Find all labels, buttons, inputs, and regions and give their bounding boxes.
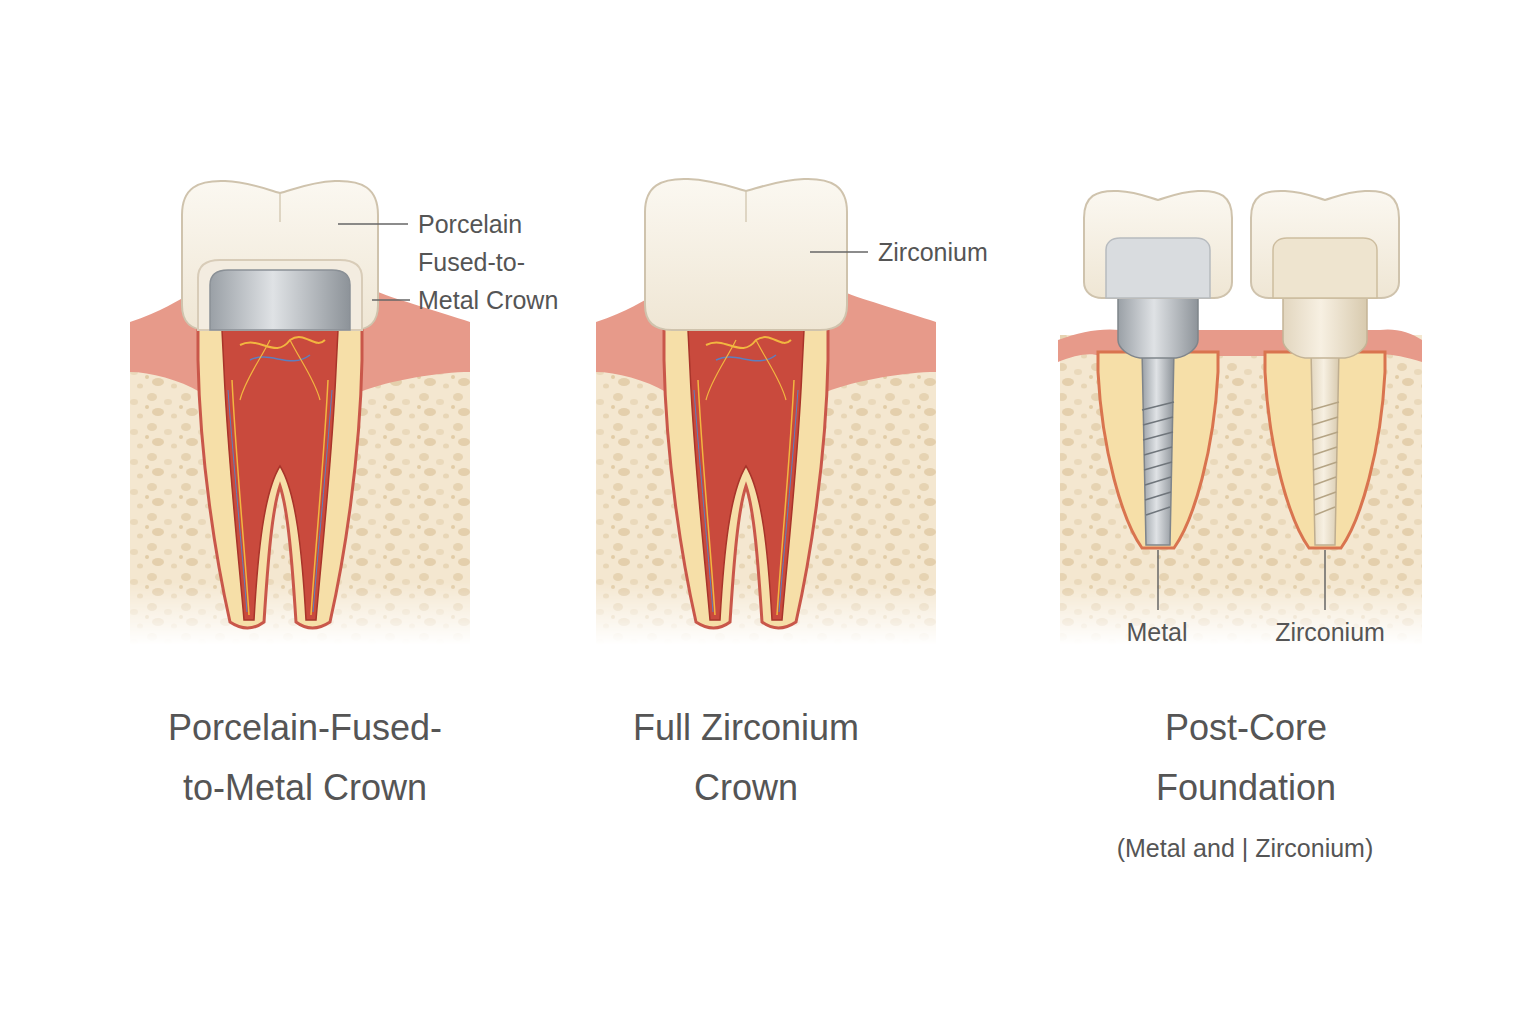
- panel-caption: Full Zirconium Crown: [586, 698, 906, 818]
- leader-line: [1157, 550, 1159, 610]
- leader-line: [1324, 550, 1326, 610]
- leader-line: [338, 223, 408, 225]
- post-core-teeth: [1058, 191, 1422, 645]
- callout-label: Zirconium: [878, 233, 1078, 271]
- callout-label: Porcelain Fused-to- Metal Crown: [418, 205, 578, 319]
- leader-line: [810, 251, 868, 253]
- leader-line: [372, 299, 410, 301]
- panel-caption: Post-Core Foundation: [1086, 698, 1406, 818]
- callout-label: Metal: [1077, 613, 1237, 651]
- callout-label: Zirconium: [1250, 613, 1410, 651]
- panel-caption: Porcelain-Fused- to-Metal Crown: [145, 698, 465, 818]
- panel-subcaption: (Metal and | Zirconium): [1045, 828, 1445, 868]
